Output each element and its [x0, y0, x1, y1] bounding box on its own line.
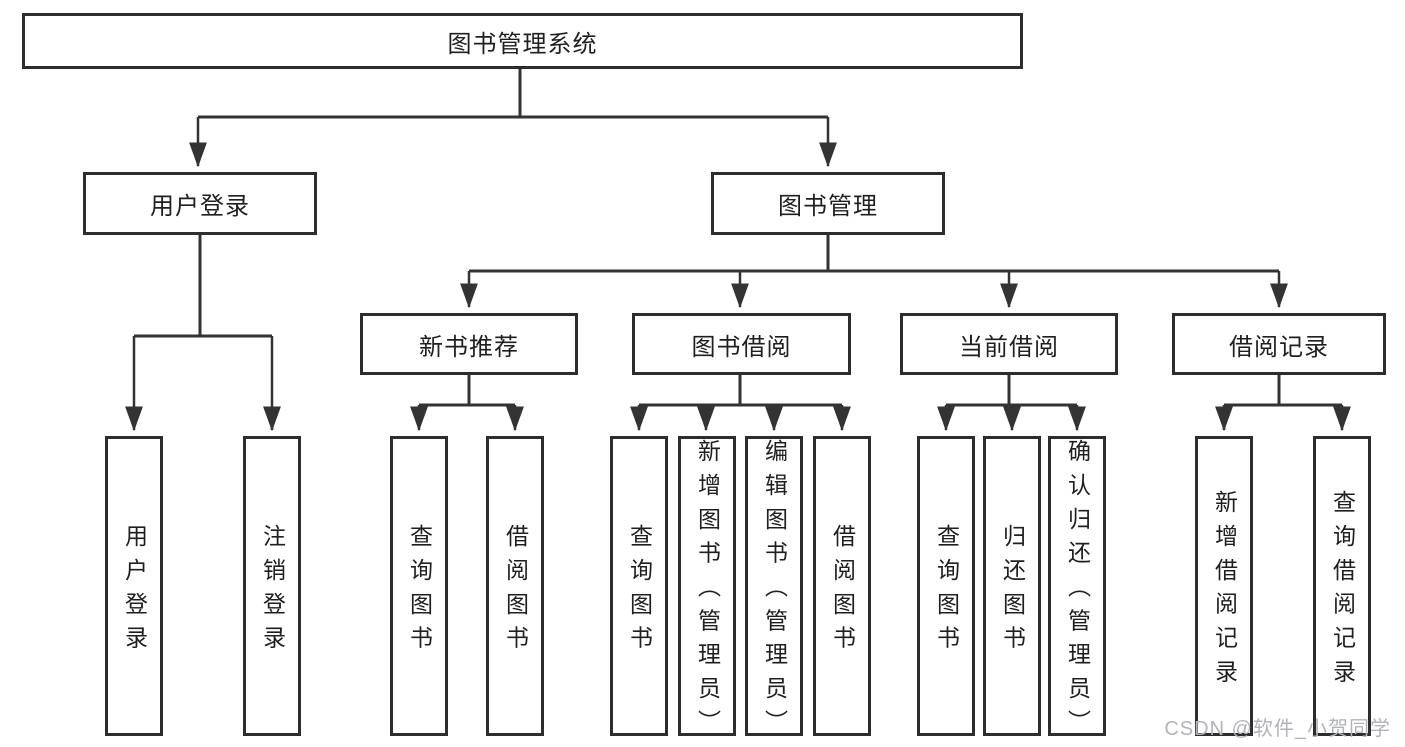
leaf-return-book-label: 归还图书	[999, 523, 1026, 660]
node-root-system-label: 图书管理系统	[447, 30, 598, 58]
node-current-borrow-label: 当前借阅	[959, 333, 1059, 361]
leaf-query-books-current-label: 查询图书	[933, 523, 960, 660]
node-book-borrow-label: 图书借阅	[691, 333, 792, 361]
leaf-add-book-admin-label: 新增图书（管理员）	[694, 439, 721, 744]
leaf-user-login: 用户登录	[105, 436, 163, 736]
leaf-add-book-admin: 新增图书（管理员）	[678, 436, 736, 744]
leaf-query-borrow-record-label: 查询借阅记录	[1329, 489, 1356, 693]
leaf-edit-book-admin: 编辑图书（管理员）	[745, 436, 803, 744]
leaf-query-books-recommend-label: 查询图书	[406, 523, 433, 660]
leaf-query-books-borrow-label: 查询图书	[626, 523, 653, 660]
node-user-login-label: 用户登录	[150, 193, 250, 220]
node-book-management-label: 图书管理	[778, 193, 878, 220]
node-new-book-recommend-label: 新书推荐	[419, 333, 519, 361]
node-borrow-records-label: 借阅记录	[1229, 333, 1329, 361]
flow-arrows	[124, 117, 1351, 432]
leaf-logout-login: 注销登录	[243, 436, 301, 736]
node-root-system: 图书管理系统	[22, 13, 1023, 69]
leaf-borrow-books-recommend: 借阅图书	[486, 436, 544, 736]
leaf-borrow-books-recommend-label: 借阅图书	[502, 523, 529, 660]
leaf-return-book: 归还图书	[983, 436, 1041, 736]
leaf-borrow-books-borrow: 借阅图书	[813, 436, 871, 736]
leaf-add-borrow-record-label: 新增借阅记录	[1211, 489, 1238, 693]
leaf-confirm-return-admin: 确认归还（管理员）	[1048, 436, 1106, 744]
node-new-book-recommend: 新书推荐	[360, 313, 578, 375]
leaf-edit-book-admin-label: 编辑图书（管理员）	[761, 439, 788, 744]
node-current-borrow: 当前借阅	[900, 313, 1118, 375]
node-book-borrow: 图书借阅	[632, 313, 851, 375]
leaf-query-borrow-record: 查询借阅记录	[1313, 436, 1371, 736]
trunk-lines	[134, 69, 1342, 407]
leaf-user-login-label: 用户登录	[121, 523, 148, 660]
leaf-query-books-borrow: 查询图书	[610, 436, 668, 736]
node-user-login: 用户登录	[83, 172, 317, 235]
node-borrow-records: 借阅记录	[1172, 313, 1386, 375]
node-book-management: 图书管理	[711, 172, 945, 235]
leaf-confirm-return-admin-label: 确认归还（管理员）	[1064, 439, 1091, 744]
leaf-add-borrow-record: 新增借阅记录	[1195, 436, 1253, 736]
leaf-query-books-current: 查询图书	[917, 436, 975, 736]
leaf-logout-login-label: 注销登录	[259, 523, 286, 660]
leaf-query-books-recommend: 查询图书	[390, 436, 448, 736]
leaf-borrow-books-borrow-label: 借阅图书	[829, 523, 856, 660]
